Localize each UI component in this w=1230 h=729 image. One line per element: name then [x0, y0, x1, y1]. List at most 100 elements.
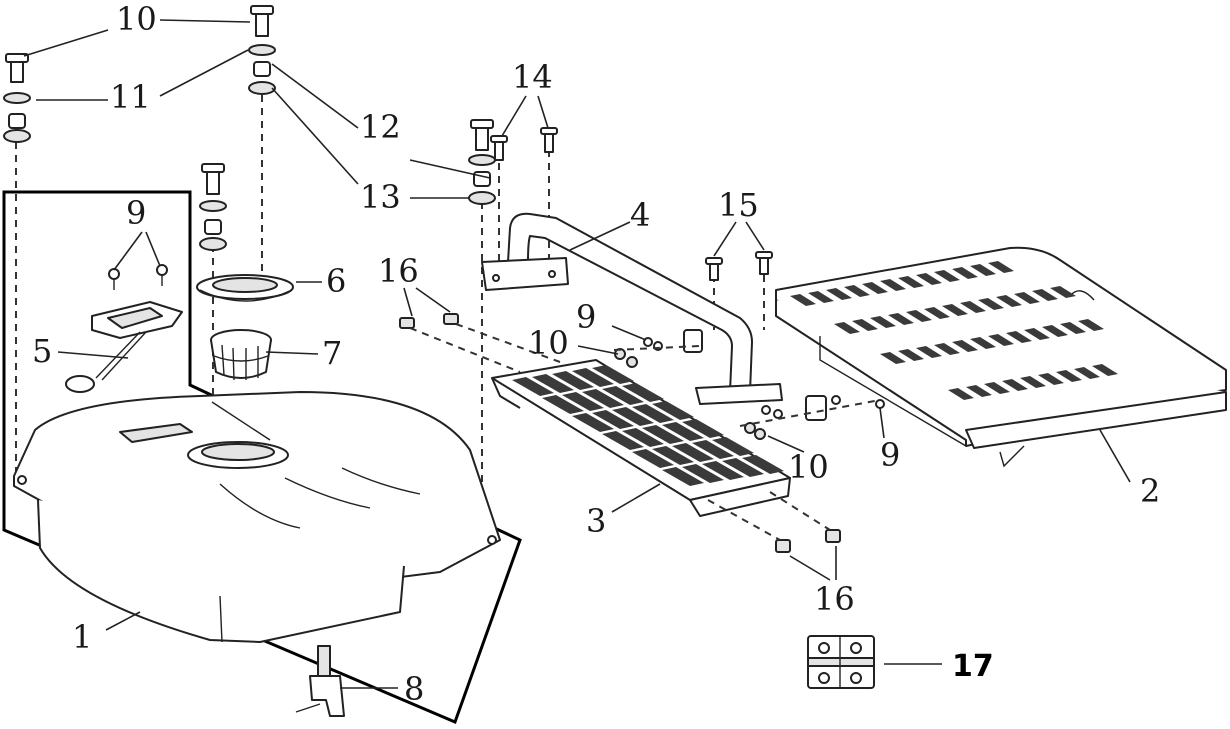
platform-slot — [916, 273, 942, 285]
grate-slot — [652, 446, 694, 465]
platform-slot — [952, 340, 978, 352]
grate-slot — [692, 440, 734, 459]
screws-9-left — [108, 264, 168, 290]
grate-slot — [682, 419, 724, 438]
platform-slot — [934, 270, 960, 282]
platform-slot — [1078, 319, 1104, 331]
platform-slot — [978, 298, 1004, 310]
grate-slot — [592, 365, 634, 384]
grate-slot — [662, 422, 704, 441]
grate-slot — [512, 377, 554, 396]
platform-slot — [906, 310, 932, 322]
platform-slot — [1002, 379, 1028, 391]
fuel-tank-part-1 — [13, 391, 501, 643]
step-grate-slots — [512, 365, 784, 486]
platform-slot — [1042, 325, 1068, 337]
grate-slot — [532, 374, 574, 393]
grate-slot — [582, 389, 624, 408]
callout-11: 10 — [116, 0, 157, 38]
callout-12: 11 — [110, 78, 151, 116]
grate-slot — [652, 401, 694, 420]
platform-slot — [808, 291, 834, 303]
grate-slot — [742, 455, 784, 474]
platform-slot — [924, 307, 950, 319]
callout-8: 8 — [404, 670, 424, 708]
fuel-strainer-part-7 — [210, 329, 272, 381]
platform-slot — [790, 294, 816, 306]
platform-cover-part-2 — [775, 246, 1227, 468]
grate-slot — [712, 437, 754, 456]
callout-15-right: 15 — [718, 186, 759, 224]
handle-bar-part-4 — [481, 212, 783, 405]
leader-lines — [23, 19, 1131, 689]
platform-slot — [960, 301, 986, 313]
grate-slot — [702, 461, 744, 480]
platform-slot — [1056, 370, 1082, 382]
platform-slot — [934, 343, 960, 355]
platform-vent-slots — [790, 261, 1118, 400]
platform-slot — [970, 264, 996, 276]
grate-slot — [572, 368, 614, 387]
hinge-part-17 — [807, 635, 875, 689]
platform-slot — [966, 385, 992, 397]
grate-slot — [722, 458, 764, 477]
grate-slot — [552, 371, 594, 390]
grate-slot — [632, 449, 674, 468]
platform-slot — [1024, 328, 1050, 340]
grate-slot — [562, 392, 604, 411]
fuel-tank-group-outline — [2, 190, 522, 725]
platform-slot — [952, 267, 978, 279]
callout-13: 12 — [360, 108, 401, 146]
callout-15-top: 14 — [512, 58, 553, 96]
grate-slot — [612, 407, 654, 426]
platform-slot — [948, 388, 974, 400]
platform-slot — [1032, 289, 1058, 301]
fastener-stack-left — [3, 53, 31, 143]
grate-slot — [622, 383, 664, 402]
callout-9-center: 9 — [576, 298, 596, 336]
platform-slot — [988, 334, 1014, 346]
grate-slot — [542, 395, 584, 414]
fuel-gauge-part-5 — [65, 301, 183, 393]
callout-labels: 10 11 12 13 14 15 4 9 5 6 7 16 9 10 10 9… — [32, 0, 1160, 708]
callout-16-bottom: 16 — [814, 580, 855, 618]
platform-slot — [888, 313, 914, 325]
platform-slot — [1060, 322, 1086, 334]
platform-slot — [834, 322, 860, 334]
platform-slot — [862, 282, 888, 294]
callout-9-left: 9 — [126, 194, 146, 232]
tank-cap-ring-part-6 — [196, 274, 294, 302]
clips-and-screws-center — [613, 329, 885, 440]
platform-slot — [1092, 364, 1118, 376]
callout-10-right: 10 — [788, 448, 829, 486]
fastener-stack-bracket — [468, 119, 496, 205]
screws-15 — [490, 127, 773, 281]
callout-9-right: 9 — [880, 436, 900, 474]
platform-slot — [996, 295, 1022, 307]
platform-slot — [880, 352, 906, 364]
platform-slot — [898, 349, 924, 361]
platform-slot — [852, 319, 878, 331]
callout-1: 1 — [72, 618, 92, 656]
grate-slot — [642, 425, 684, 444]
callout-6: 6 — [326, 262, 346, 300]
grate-slot — [632, 404, 674, 423]
platform-slot — [844, 285, 870, 297]
callout-10-center: 10 — [528, 324, 569, 362]
bolts-16-bottom — [707, 491, 841, 553]
callout-4: 4 — [630, 196, 650, 234]
grate-slot — [662, 467, 704, 486]
grate-slot — [682, 464, 724, 483]
callout-14: 13 — [360, 178, 401, 216]
platform-slot — [970, 337, 996, 349]
platform-slot — [880, 279, 906, 291]
grate-slot — [572, 413, 614, 432]
fuel-cock-part-8 — [295, 645, 345, 717]
platform-slot — [1014, 292, 1040, 304]
fastener-stack-center — [248, 5, 276, 95]
platform-slot — [988, 261, 1014, 273]
platform-slot — [870, 316, 896, 328]
platform-slot — [826, 288, 852, 300]
platform-slot — [1038, 373, 1064, 385]
